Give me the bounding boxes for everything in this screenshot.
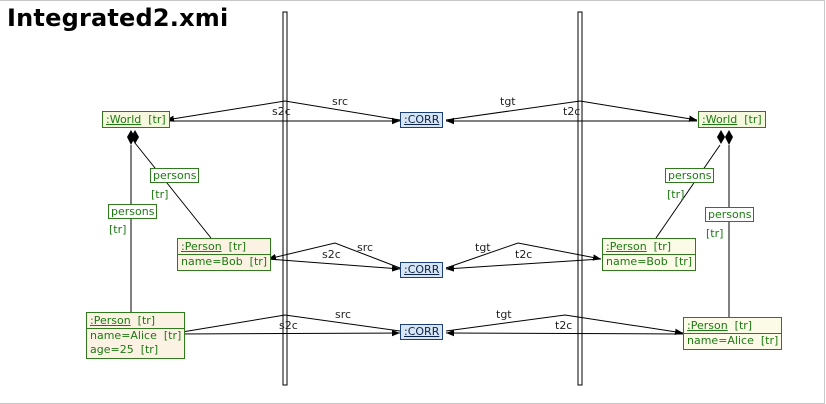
label-t2c-3: t2c [555, 319, 572, 332]
edge-s2c-bob [267, 258, 401, 272]
node-tag: [tr] [137, 314, 156, 327]
node-person-bob-source[interactable]: :Person [tr] name=Bob [tr] [177, 238, 272, 271]
corr-node-alice[interactable]: :CORR [400, 324, 444, 340]
diamond-icon [717, 130, 725, 144]
node-type: :World [106, 113, 142, 126]
attr-name: name=Alice [tr] [687, 334, 779, 347]
label-tgt-2: tgt [475, 241, 491, 254]
node-type: :World [702, 113, 738, 126]
label-s2c-1: s2c [272, 105, 291, 118]
diagram-title: Integrated2.xmi [7, 4, 229, 32]
persons-label-bob-source: persons [150, 168, 200, 183]
node-attributes: name=Alice [tr] age=25 [tr] [87, 328, 185, 358]
label-src-2: src [357, 241, 373, 254]
corr-node-bob[interactable]: :CORR [400, 262, 444, 278]
node-header: :Person [tr] [603, 239, 695, 254]
edge-src-bob [267, 242, 401, 269]
edge-src-world [165, 100, 401, 122]
node-attributes: name=Alice [tr] [684, 333, 782, 349]
label-s2c-2: s2c [322, 248, 341, 261]
node-person-bob-target[interactable]: :Person [tr] name=Bob [tr] [602, 238, 697, 271]
node-person-alice-source[interactable]: :Person [tr] name=Alice [tr] age=25 [tr] [86, 312, 186, 359]
node-header: :Person [tr] [87, 313, 184, 328]
node-tag: [tr] [228, 240, 247, 253]
corr-label: :CORR [404, 113, 440, 126]
node-tag: [tr] [653, 240, 672, 253]
tr-mark-bob-source: [tr] [151, 188, 169, 201]
node-type: :Person [687, 319, 728, 332]
label-t2c-2: t2c [515, 248, 532, 261]
node-type: :Person [90, 314, 131, 327]
node-tag: [tr] [744, 113, 762, 126]
edge-tgt-world [445, 100, 698, 122]
attr-name: name=Alice [tr] [90, 329, 182, 342]
node-world-target[interactable]: :World [tr] [698, 111, 766, 128]
node-tag: [tr] [148, 113, 166, 126]
edge-tgt-alice [445, 314, 684, 335]
label-tgt-1: tgt [500, 95, 516, 108]
edge-t2c-bob [445, 258, 602, 272]
tr-mark-bob-target: [tr] [667, 188, 685, 201]
persons-label-bob-target: persons [665, 168, 715, 183]
node-header: :Person [tr] [684, 318, 781, 333]
tr-mark-alice-source: [tr] [109, 223, 127, 236]
label-tgt-3: tgt [496, 308, 512, 321]
node-header: :World [tr] [699, 112, 765, 127]
edge-s2c-alice [175, 329, 401, 337]
diamond-icon [127, 130, 135, 145]
edge-tgt-bob [445, 242, 602, 269]
diamond-icon [725, 130, 733, 145]
node-header: :Person [tr] [178, 239, 270, 254]
label-src-1: src [332, 95, 348, 108]
corr-label: :CORR [404, 263, 440, 276]
node-world-source[interactable]: :World [tr] [102, 111, 170, 128]
corr-label: :CORR [404, 325, 440, 338]
node-header: :World [tr] [103, 112, 169, 127]
node-attributes: name=Bob [tr] [178, 254, 271, 270]
persons-label-alice-source: persons [108, 204, 158, 219]
node-attributes: name=Bob [tr] [603, 254, 696, 270]
node-person-alice-target[interactable]: :Person [tr] name=Alice [tr] [683, 317, 783, 350]
attr-name: name=Bob [tr] [606, 255, 693, 268]
attr-age: age=25 [tr] [90, 343, 159, 356]
tr-mark-alice-target: [tr] [706, 227, 724, 240]
persons-label-alice-target: persons [705, 207, 755, 222]
label-t2c-1: t2c [563, 105, 580, 118]
label-s2c-3: s2c [279, 319, 298, 332]
edge-t2c-alice [445, 329, 684, 337]
edge-src-alice [175, 314, 401, 335]
label-src-3: src [335, 308, 351, 321]
corr-node-world[interactable]: :CORR [400, 112, 444, 128]
lane-separator-left [282, 11, 288, 386]
attr-name: name=Bob [tr] [181, 255, 268, 268]
composition-bob-tgt [655, 144, 721, 239]
node-type: :Person [181, 240, 222, 253]
composition-bob-src [134, 142, 212, 239]
lane-separator-right [577, 11, 583, 386]
node-type: :Person [606, 240, 647, 253]
node-tag: [tr] [734, 319, 753, 332]
